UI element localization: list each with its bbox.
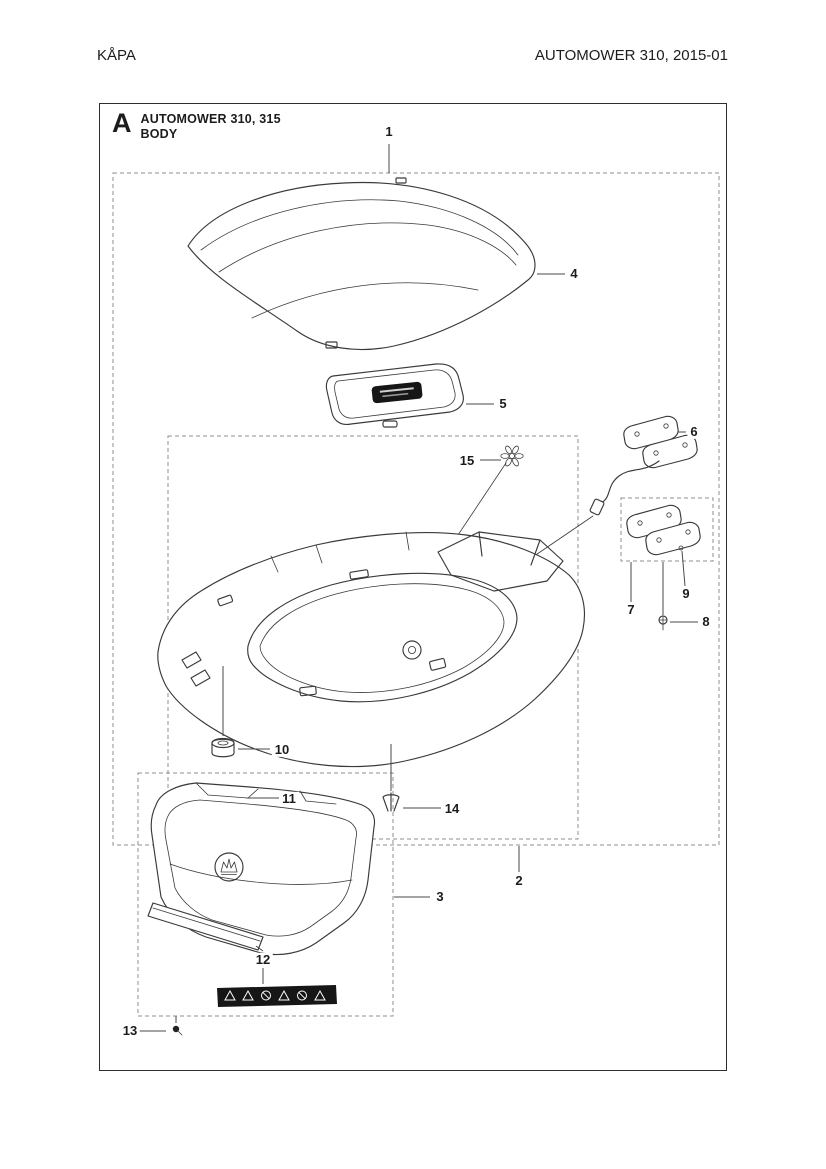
bracket-part9	[626, 504, 701, 556]
exploded-view-drawing	[112, 144, 720, 1036]
cable-connector	[589, 498, 605, 516]
grommet-part10	[211, 737, 235, 758]
hatch-part5	[325, 363, 464, 428]
panel-header: A AUTOMOWER 310, 315 BODY	[112, 110, 281, 142]
panel-title-line1: AUTOMOWER 310, 315	[140, 112, 281, 126]
front-body-part3	[147, 782, 376, 956]
panel-title: AUTOMOWER 310, 315 BODY	[141, 110, 281, 142]
warning-sticker	[217, 985, 337, 1007]
top-cover-part4	[187, 177, 536, 351]
husqvarna-crown-logo	[214, 852, 244, 882]
section-letter: A	[112, 108, 132, 138]
bracket-part6	[623, 415, 698, 469]
clip-part14	[382, 792, 400, 812]
bracket-screw	[678, 545, 684, 551]
group-box-part3	[137, 772, 394, 1017]
warning-triangle-icon	[278, 989, 290, 1001]
screw-part8	[658, 615, 668, 631]
sensor-cable	[520, 460, 660, 566]
prohibition-icon	[261, 990, 271, 1001]
leader-lines	[139, 144, 698, 1032]
page-header-right: AUTOMOWER 310, 2015-01	[534, 47, 728, 64]
page-header-left: KÅPA	[97, 47, 136, 64]
group-box-part7	[620, 497, 714, 562]
chassis-part2	[157, 531, 586, 768]
panel-title-line2: BODY	[140, 127, 178, 141]
washer-part15	[443, 445, 524, 557]
warning-triangle-icon	[224, 989, 236, 1001]
group-box-part1	[112, 172, 720, 846]
warning-triangle-icon	[314, 989, 326, 1001]
screw-part13	[172, 1025, 183, 1036]
prohibition-icon	[297, 990, 307, 1001]
decal-strip-part12	[147, 902, 264, 951]
hatch-model-badge	[371, 381, 423, 404]
warning-triangle-icon	[242, 989, 254, 1001]
diagram-frame: A AUTOMOWER 310, 315 BODY	[99, 103, 727, 1071]
